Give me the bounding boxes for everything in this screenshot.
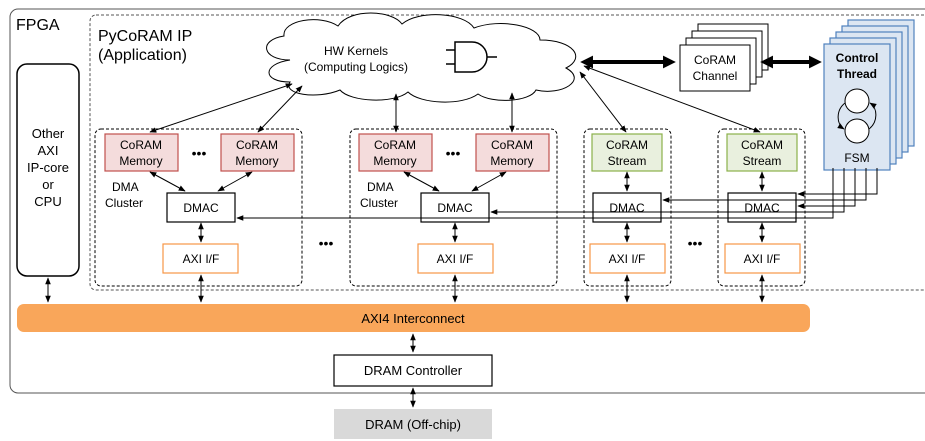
fsm-label: FSM [844,151,869,165]
axi-if-to-interconnect-connectors [45,274,765,303]
ellipsis-between-streams: ••• [688,235,703,251]
ellipsis-cluster-1: ••• [192,145,207,161]
dram-controller-label: DRAM Controller [364,363,463,378]
axi-if-1 [162,243,239,274]
pycoram-ip-subtitle: (Application) [98,47,187,64]
and-gate-icon [446,41,497,73]
dmac-2-label: DMAC [437,201,473,215]
dmac-1-label: DMAC [183,201,219,215]
other-label-line3: IP-core [27,160,69,175]
coram-channel-stack: CoRAM Channel [679,23,769,92]
axi-if-2-label: AXI I/F [437,252,474,266]
dmac-3-label: DMAC [609,201,645,215]
coram-memory-2a-sublabel: Memory [373,154,416,168]
dmac-2 [420,192,490,223]
fpga-boundary [9,8,925,394]
axi-if-4 [724,243,801,274]
hw-kernels-cloud: HW Kernels (Computing Logics) [266,12,577,103]
dmac-4 [727,192,797,223]
fpga-label: FPGA [16,17,60,34]
axi-if-2 [417,243,494,274]
axi4-interconnect-label: AXI4 Interconnect [361,311,465,326]
coram-memory-1b [220,133,295,172]
coram-stream-2-label: CoRAM [741,138,783,152]
control-thread-stack: Control Thread FSM [823,19,915,171]
dram-offchip-box [334,409,492,439]
other-label-line5: CPU [34,194,61,209]
coram-memory-1a [104,133,179,172]
axi-if-3-label: AXI I/F [609,252,646,266]
coram-memory-1b-label: CoRAM [236,138,278,152]
other-label-line1: Other [32,126,65,141]
fsm-loop-icon [837,88,877,144]
axi4-interconnect-bar [17,304,810,332]
control-thread-sublabel: Thread [837,67,877,81]
pycoram-ip-title: PyCoRAM IP [98,28,192,45]
dmac-1 [166,192,236,223]
coram-memory-2b-label: CoRAM [491,138,533,152]
coram-stream-1-label: CoRAM [606,138,648,152]
dram-controller-box [333,354,493,387]
coram-memory-2b [475,133,550,172]
hw-kernels-label: HW Kernels [324,44,388,58]
other-label-line4: or [42,177,54,192]
axi-if-3 [589,243,666,274]
coram-stream-1 [591,133,663,172]
coram-memory-1b-sublabel: Memory [235,154,278,168]
coram-memory-1a-sublabel: Memory [119,154,162,168]
ellipsis-between-clusters: ••• [319,235,334,251]
coram-channel-sublabel: Channel [693,69,738,83]
coram-stream-2-sublabel: Stream [743,154,782,168]
coram-memory-2a-label: CoRAM [374,138,416,152]
dmac-to-axi-if-connectors [198,222,765,243]
dram-offchip-label: DRAM (Off-chip) [365,417,461,432]
control-to-dmac-connectors [236,168,878,221]
dma-cluster-2-sublabel: Cluster [360,196,398,210]
axi-if-4-label: AXI I/F [744,252,781,266]
dmac-4-label: DMAC [744,201,780,215]
hw-kernels-sublabel: (Computing Logics) [304,60,408,74]
dma-cluster-1-label: DMA [112,180,139,194]
coram-channel-label: CoRAM [694,53,736,67]
coram-stream-2 [726,133,798,172]
coram-memory-2a [358,133,433,172]
coram-memory-1a-label: CoRAM [120,138,162,152]
other-label-line2: AXI [38,143,59,158]
coram-stream-1-sublabel: Stream [608,154,647,168]
control-thread-label: Control [836,51,879,65]
coram-memory-2b-sublabel: Memory [490,154,533,168]
ellipsis-cluster-2: ••• [446,145,461,161]
other-axi-ipcore-box [16,63,80,277]
axi-if-1-label: AXI I/F [183,252,220,266]
dmac-3 [592,192,662,223]
dma-cluster-2-label: DMA [367,180,394,194]
memory-to-dmac-connectors [149,171,765,192]
dma-cluster-1-sublabel: Cluster [105,196,143,210]
kernel-to-memory-connectors [149,65,761,133]
